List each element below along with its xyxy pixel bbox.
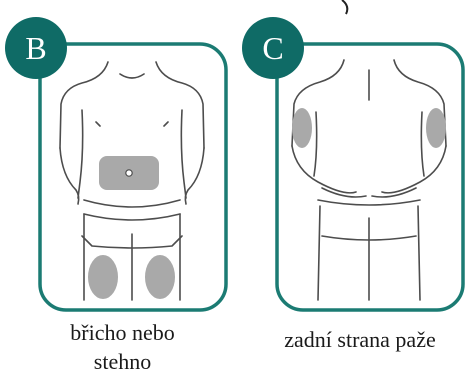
panel-b-caption-line1: břicho nebo	[70, 320, 174, 345]
cropped-text-fragment	[342, 0, 347, 14]
panel-c-caption: zadní strana paže	[252, 325, 468, 354]
right-thigh-injection-zone	[145, 255, 175, 299]
panel-b-caption: břicho nebo stehno	[20, 318, 225, 376]
back-body-outline	[292, 60, 446, 300]
panel-b: B	[5, 17, 226, 310]
panel-b-letter: B	[25, 30, 46, 66]
panel-b-caption-line2: stehno	[94, 349, 151, 374]
panel-c: C	[242, 17, 463, 310]
left-upper-arm-injection-zone	[292, 108, 312, 148]
panel-c-letter: C	[262, 30, 283, 66]
navel	[126, 170, 132, 176]
panel-c-frame	[277, 44, 463, 310]
right-upper-arm-injection-zone	[426, 108, 446, 148]
injection-sites-figure: B C	[0, 0, 468, 318]
left-thigh-injection-zone	[88, 255, 118, 299]
